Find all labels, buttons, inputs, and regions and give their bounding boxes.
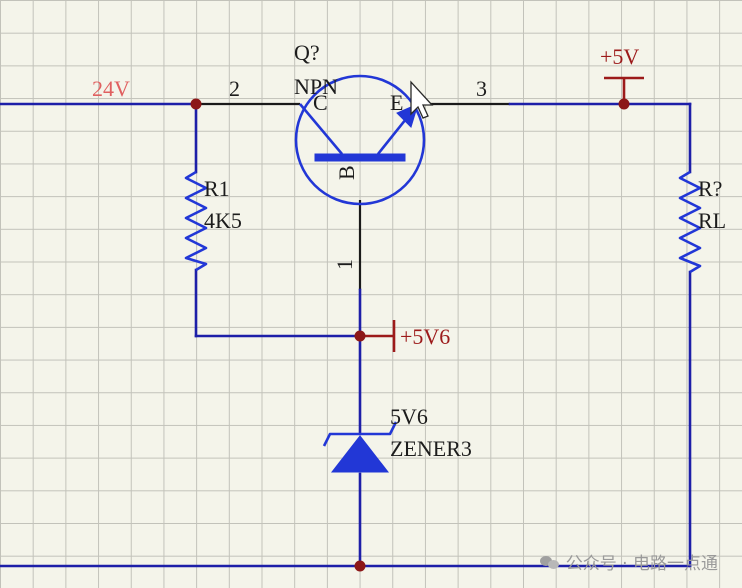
zener-part: ZENER3 xyxy=(390,436,472,461)
mouse-pointer-icon xyxy=(410,80,434,119)
zener-diode[interactable] xyxy=(322,421,398,473)
watermark: 公众号 · 电路一点通 xyxy=(539,549,718,574)
r1-designator: R1 xyxy=(204,176,230,201)
transistor-base-bar xyxy=(314,153,406,162)
junction-base-node xyxy=(354,330,366,342)
transistor-collector-leg xyxy=(299,103,343,155)
resistor-rl-body xyxy=(678,170,702,274)
zener-triangle xyxy=(330,435,390,473)
chat-bubbles-icon xyxy=(539,554,560,570)
rl-value: RL xyxy=(698,208,726,233)
wires xyxy=(0,78,692,568)
resistor-r1[interactable] xyxy=(184,170,208,272)
zener-cathode-bar xyxy=(322,421,398,447)
resistor-rl[interactable] xyxy=(678,170,702,274)
junction-rail xyxy=(618,98,630,110)
pin-number-base: 1 xyxy=(332,259,357,270)
junction-input xyxy=(190,98,202,110)
r1-value: 4K5 xyxy=(204,208,242,233)
net-label-reference: +5V6 xyxy=(400,324,450,349)
transistor-type: NPN xyxy=(294,74,338,99)
transistor-collector-label: C xyxy=(313,90,328,115)
junctions xyxy=(190,98,630,572)
transistor-base-label: B xyxy=(334,165,359,180)
pin-number-collector: 2 xyxy=(229,76,240,101)
transistor-emitter-label: E xyxy=(390,90,403,115)
watermark-text: 公众号 · 电路一点通 xyxy=(565,554,718,574)
zener-value: 5V6 xyxy=(390,404,428,429)
rl-designator: R? xyxy=(698,176,722,201)
net-label-output-rail: +5V xyxy=(600,44,639,69)
resistor-r1-body xyxy=(184,170,208,272)
pin-number-emitter: 3 xyxy=(476,76,487,101)
junction-ground xyxy=(354,560,366,572)
net-label-input: 24V xyxy=(92,76,130,101)
transistor-designator: Q? xyxy=(294,40,320,65)
transistor-body-circle xyxy=(294,74,426,206)
